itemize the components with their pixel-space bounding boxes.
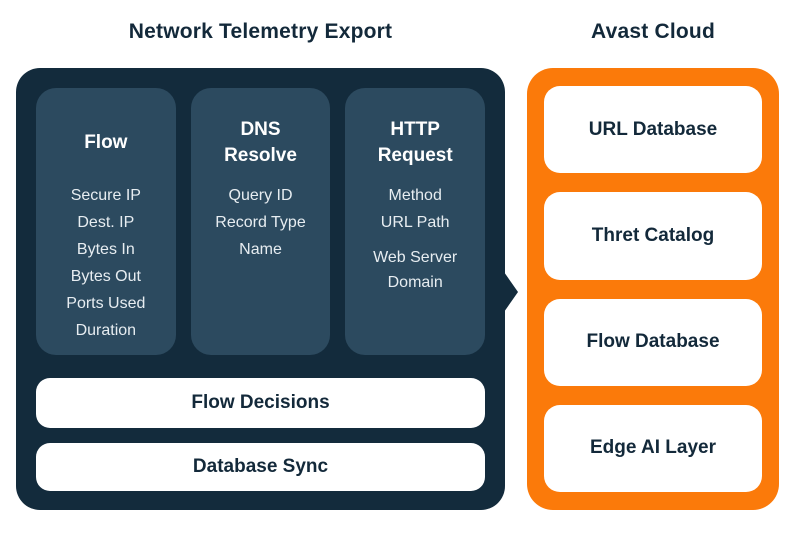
cloud-box: Thret Catalog: [544, 192, 762, 280]
cloud-panel: URL Database Thret Catalog Flow Database…: [527, 68, 779, 510]
column-header: Flow: [84, 132, 128, 153]
column-item: Bytes Out: [70, 268, 141, 285]
column-header: HTTP Request: [377, 119, 453, 166]
cloud-box: Edge AI Layer: [544, 404, 762, 492]
telemetry-bar: Database Sync: [36, 443, 485, 491]
column-item: Query ID: [228, 187, 293, 204]
column-item: Name: [239, 241, 282, 258]
telemetry-bar: Flow Decisions: [36, 378, 485, 428]
column-item: Duration: [75, 322, 137, 339]
cloud-section-title: Avast Cloud: [591, 20, 715, 43]
telemetry-section-title: Network Telemetry Export: [128, 20, 393, 43]
column-item: Method: [388, 187, 442, 204]
column-item: Record Type: [215, 214, 306, 231]
cloud-box: URL Database: [544, 86, 762, 174]
column-item: Bytes In: [76, 241, 135, 258]
export-arrow-icon: [504, 272, 518, 312]
telemetry-bars: Flow Decisions Database Sync: [36, 378, 485, 491]
cloud-box: Flow Database: [544, 298, 762, 386]
column-item: Web Server Domain: [373, 249, 458, 291]
column-item: Secure IP: [70, 187, 141, 204]
column-item: Dest. IP: [77, 214, 135, 231]
column-item: Ports Used: [66, 295, 146, 312]
column-item: URL Path: [380, 214, 450, 231]
column-header: DNS Resolve: [224, 119, 297, 166]
